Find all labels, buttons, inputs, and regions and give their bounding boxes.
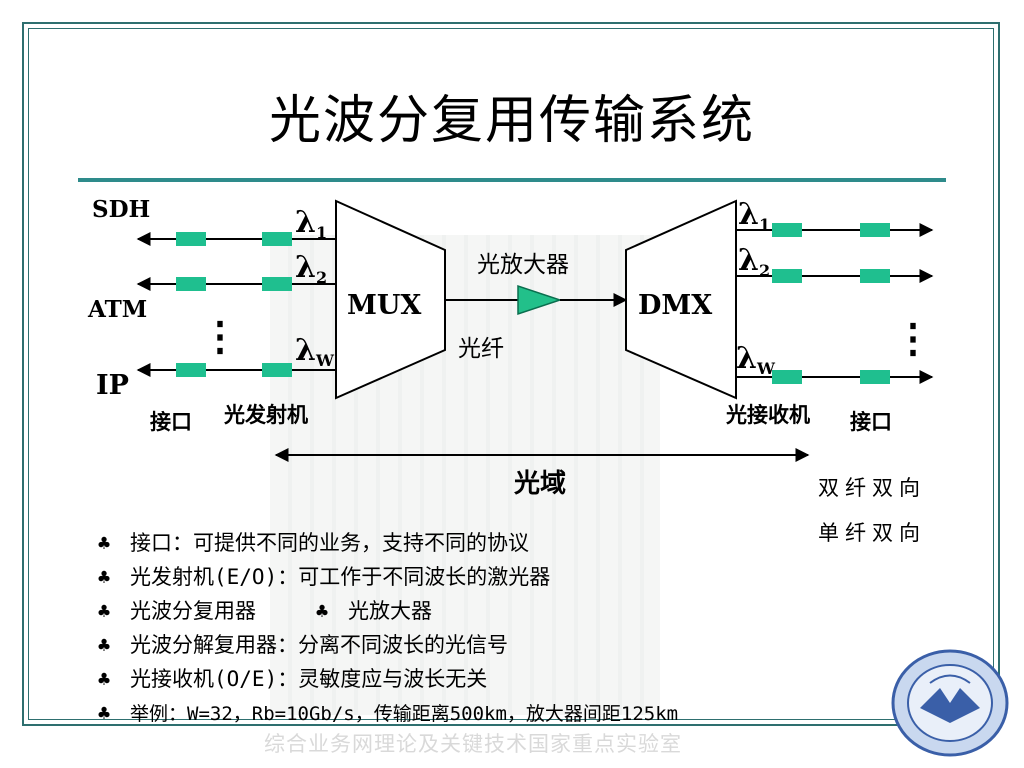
amplifier-triangle — [517, 284, 563, 316]
bullet-text: 举例：W=32，Rb=10Gb/s，传输距离500km，放大器间距125km — [130, 703, 679, 725]
lambda-2-left: λ2 — [295, 250, 327, 287]
club-icon: ♣ — [316, 599, 329, 623]
interface-marker — [860, 370, 890, 384]
input-label-sdh: SDH — [92, 196, 150, 223]
interface-marker — [176, 232, 206, 246]
bullet-text: 光放大器 — [348, 599, 432, 623]
bullet-text: 光波分解复用器：分离不同波长的光信号 — [130, 633, 508, 657]
receiver-marker — [772, 223, 802, 237]
club-icon: ♣ — [98, 667, 111, 691]
university-seal-logo — [891, 649, 1009, 757]
transmitter-marker — [262, 363, 292, 377]
input-label-ip: IP — [96, 370, 129, 401]
right-interface-label: 接口 — [850, 410, 892, 434]
left-interface-label: 接口 — [150, 410, 192, 434]
bullet-item: ♣ 光波分复用器 ♣ 光放大器 — [98, 594, 678, 628]
bullet-text: 光发射机(E/O)：可工作于不同波长的激光器 — [130, 565, 551, 589]
amplifier-label: 光放大器 — [477, 252, 569, 278]
slide-frame-inner — [28, 28, 994, 720]
interface-marker — [860, 223, 890, 237]
bullet-item: ♣ 光发射机(E/O)：可工作于不同波长的激光器 — [98, 560, 678, 594]
title-divider — [78, 178, 946, 182]
interface-marker — [860, 269, 890, 283]
dmx-block — [625, 199, 737, 400]
lambda-1-right: λ1 — [738, 197, 770, 234]
lambda-2-right: λ2 — [738, 243, 770, 280]
receiver-marker — [772, 370, 802, 384]
bullet-list: ♣ 接口：可提供不同的业务，支持不同的协议 ♣ 光发射机(E/O)：可工作于不同波长… — [98, 526, 678, 730]
note-dual-fiber: 双纤双向 — [818, 476, 926, 500]
transmitter-marker — [262, 232, 292, 246]
club-icon: ♣ — [98, 531, 111, 555]
lambda-1-left: λ1 — [295, 205, 327, 242]
mux-label: MUX — [347, 290, 421, 321]
interface-marker — [176, 363, 206, 377]
bullet-text: 光接收机(O/E)：灵敏度应与波长无关 — [130, 667, 488, 691]
input-label-atm: ATM — [87, 296, 147, 323]
interface-marker — [176, 277, 206, 291]
note-single-fiber: 单纤双向 — [818, 521, 926, 545]
dmx-label: DMX — [638, 290, 712, 321]
bullet-text: 接口：可提供不同的业务，支持不同的协议 — [130, 531, 529, 555]
club-icon: ♣ — [98, 633, 111, 657]
club-icon: ♣ — [98, 701, 111, 725]
bullet-item: ♣ 光波分解复用器：分离不同波长的光信号 — [98, 628, 678, 662]
receiver-label: 光接收机 — [725, 403, 810, 427]
footer-lab-name: 综合业务网理论及关键技术国家重点实验室 — [264, 732, 682, 756]
fiber-label: 光纤 — [458, 336, 504, 362]
bullet-item: ♣ 光接收机(O/E)：灵敏度应与波长无关 — [98, 662, 678, 696]
optical-domain-label: 光域 — [513, 469, 566, 499]
bullet-text: 光波分复用器 — [130, 599, 256, 623]
bullet-item: ♣ 接口：可提供不同的业务，支持不同的协议 — [98, 526, 678, 560]
receiver-marker — [772, 269, 802, 283]
club-icon: ♣ — [98, 599, 111, 623]
transmitter-label: 光发射机 — [223, 403, 308, 427]
mux-block — [335, 199, 446, 400]
bullet-item: ♣ 举例：W=32，Rb=10Gb/s，传输距离500km，放大器间距125km — [98, 696, 678, 730]
page-title: 光波分复用传输系统 — [268, 91, 755, 151]
lambda-w-left: λW — [295, 333, 335, 370]
slide-frame-outer — [22, 22, 1000, 726]
club-icon: ♣ — [98, 565, 111, 589]
lambda-w-right: λW — [736, 341, 776, 378]
left-vdots: ⋮ — [200, 313, 240, 360]
right-vdots: ⋮ — [893, 315, 933, 362]
transmitter-marker — [262, 277, 292, 291]
